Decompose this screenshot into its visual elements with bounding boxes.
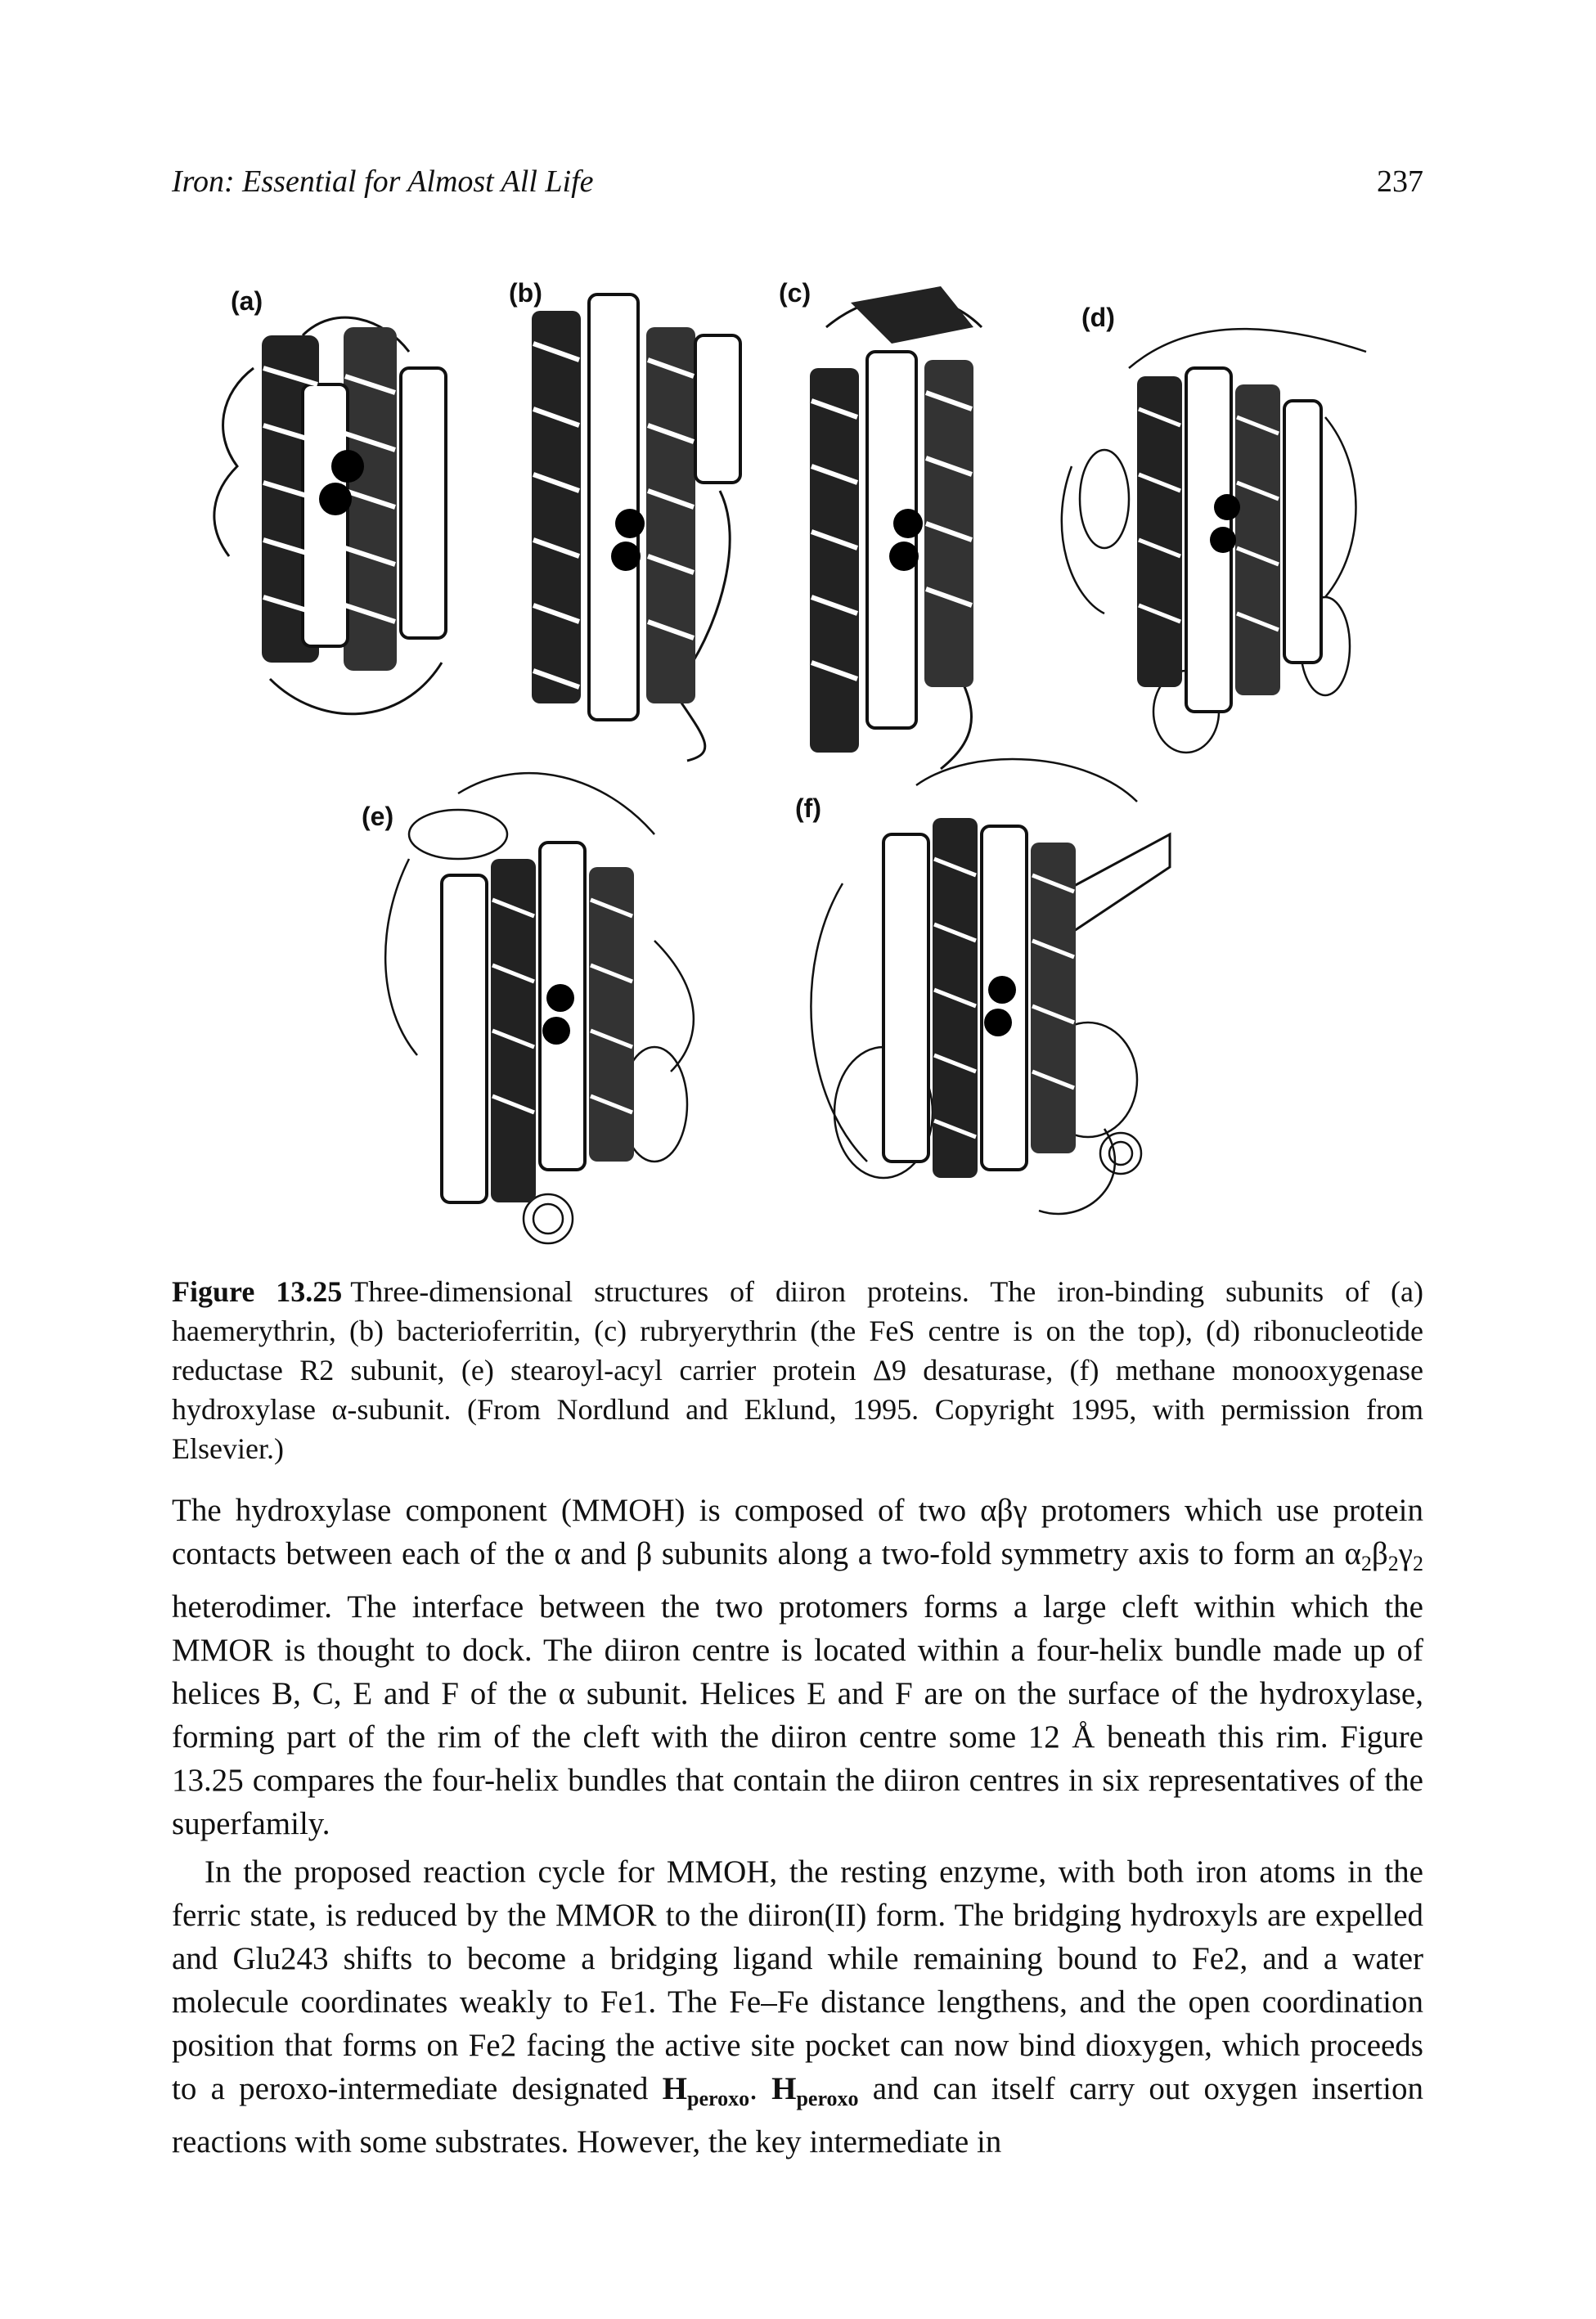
page-header: Iron: Essential for Almost All Life 237 [172, 164, 1423, 213]
panel-d: (d) [1055, 303, 1382, 777]
paragraph-2-text-a: In the proposed reaction cycle for MMOH,… [172, 1854, 1423, 2106]
paragraph-2-sub-2: peroxo [796, 2087, 859, 2110]
paragraph-2-sub-1: peroxo [687, 2087, 750, 2110]
figure-caption-text: Three-dimensional structures of diiron p… [172, 1275, 1423, 1465]
panel-c-structure-image [810, 286, 983, 771]
panel-e-structure-image [384, 771, 695, 1245]
panel-b-structure-image [532, 293, 742, 762]
running-title: Iron: Essential for Almost All Life [172, 164, 594, 199]
paragraph-2: In the proposed reaction cycle for MMOH,… [172, 1850, 1423, 2164]
paragraph-1-sub-3: 2 [1413, 1552, 1423, 1575]
figure-13-25: (a) (b) [205, 270, 1391, 1252]
paragraph-1-text-a: The hydroxylase component (MMOH) is comp… [172, 1493, 1423, 1571]
panel-label-b: (b) [507, 278, 544, 308]
paragraph-1-text-b: β [1371, 1536, 1388, 1571]
paragraph-2-h-peroxo-2: H [771, 2071, 797, 2106]
paragraph-1-text-d: heterodimer. The interface between the t… [172, 1589, 1423, 1841]
paragraph-2-text-b: . [749, 2071, 772, 2106]
panel-f: (f) [794, 753, 1186, 1243]
figure-caption-label: Figure 13.25 [172, 1275, 343, 1308]
panel-a-structure-image [213, 316, 447, 716]
paragraph-1-sub-1: 2 [1360, 1552, 1372, 1575]
panel-label-d: (d) [1080, 303, 1117, 333]
panel-d-structure-image [1060, 327, 1367, 754]
paragraph-2-h-peroxo-1: H [662, 2071, 688, 2106]
paragraph-1: The hydroxylase component (MMOH) is comp… [172, 1489, 1423, 1845]
panel-e: (e) [360, 761, 720, 1252]
panel-label-e: (e) [360, 802, 396, 832]
page-number: 237 [1377, 164, 1423, 199]
paragraph-1-sub-2: 2 [1387, 1552, 1399, 1575]
paragraph-2-text-c: and can itself carry out oxygen insertio… [172, 2071, 1423, 2159]
paragraph-1-text-c: γ [1398, 1536, 1413, 1571]
panel-b: (b) [507, 278, 753, 769]
body-text: The hydroxylase component (MMOH) is comp… [172, 1489, 1423, 2168]
panel-f-structure-image [810, 757, 1171, 1216]
panel-label-f: (f) [794, 793, 823, 824]
panel-c: (c) [777, 278, 1031, 785]
panel-a: (a) [205, 286, 474, 744]
panel-label-c: (c) [777, 278, 813, 308]
panel-label-a: (a) [229, 286, 265, 317]
